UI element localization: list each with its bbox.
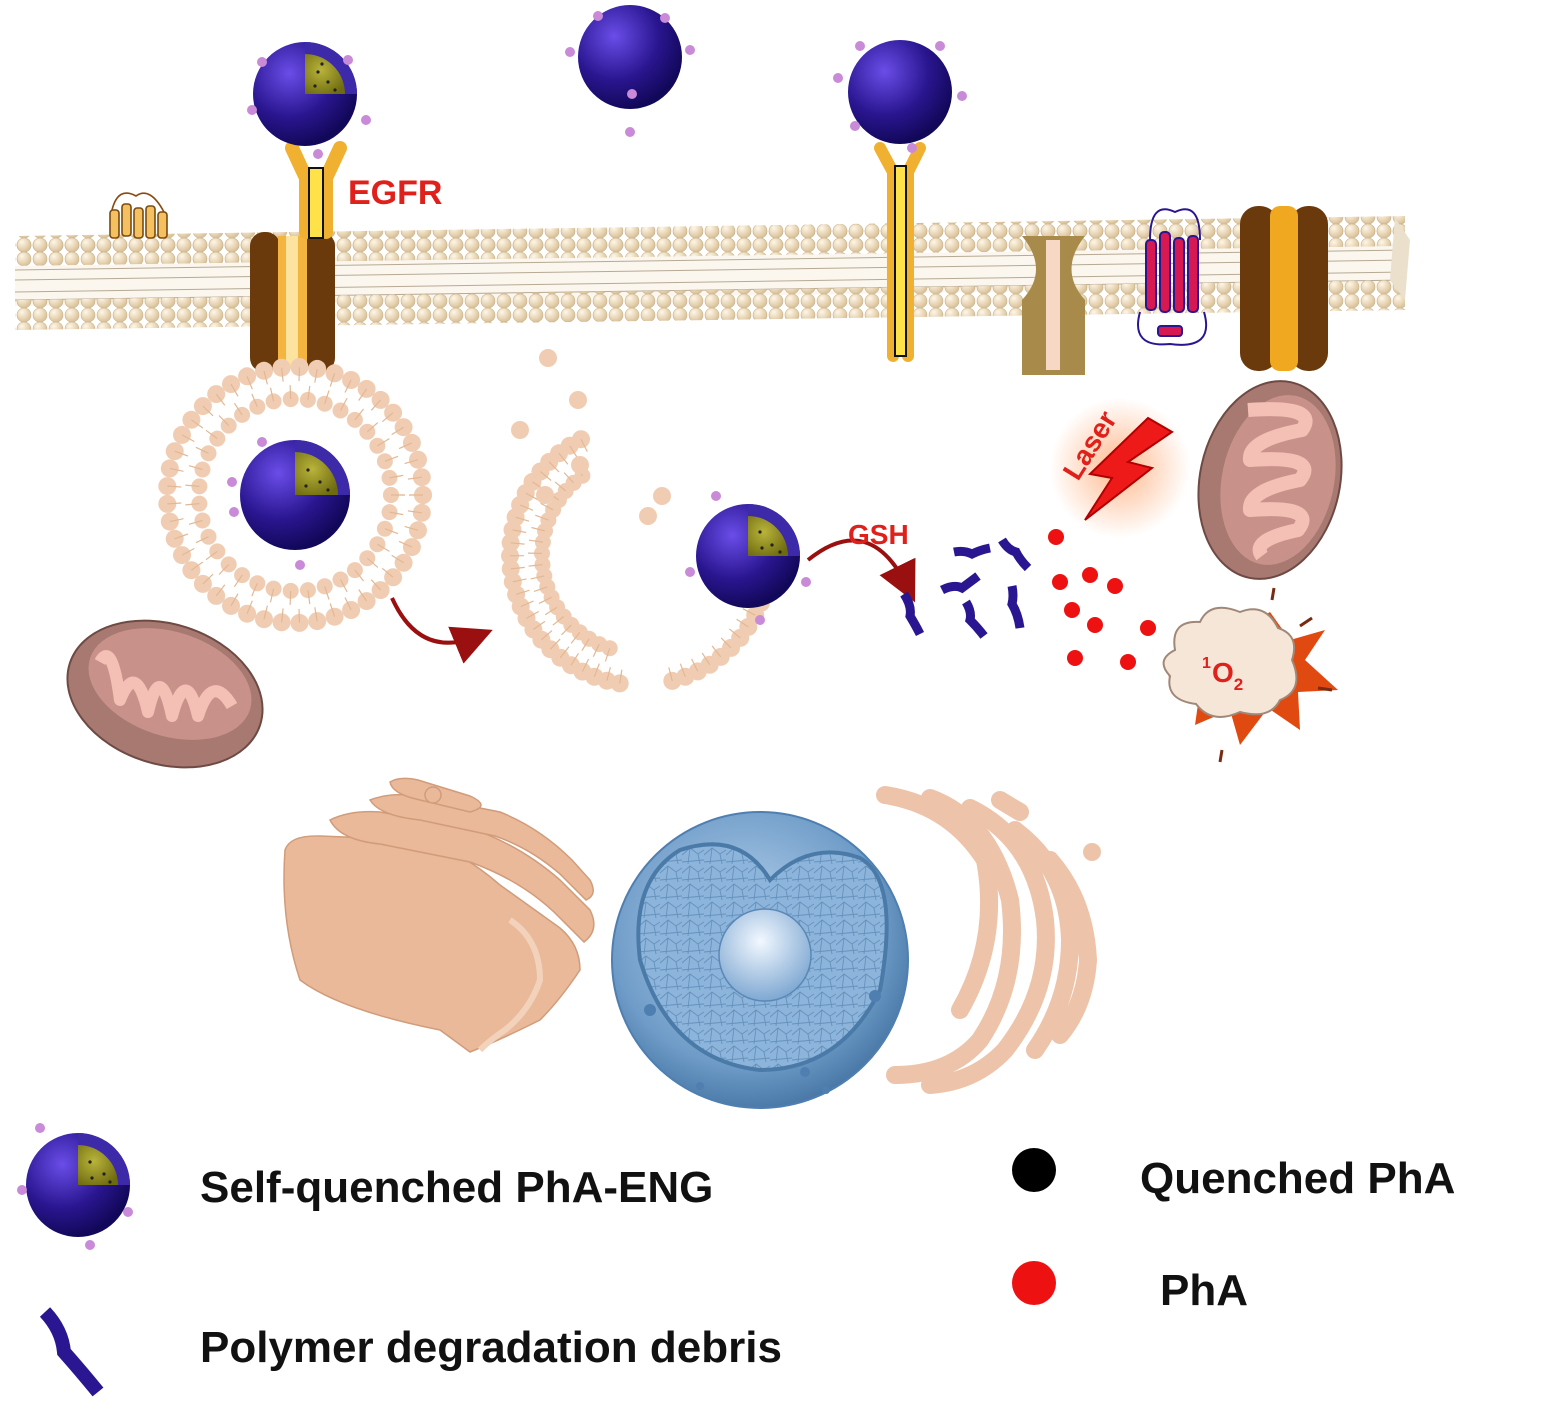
nanoparticle-released (685, 491, 811, 625)
channel-protein-left (250, 232, 335, 372)
er-vesicle (1083, 843, 1101, 861)
endosome-vesicle (158, 358, 432, 632)
mitochondrion-right (1197, 380, 1343, 580)
ruptured-endosome (501, 349, 770, 693)
legend-debris-label: Polymer degradation debris (200, 1323, 782, 1372)
endoplasmic-reticulum (876, 786, 1098, 1094)
legend-quenched-label: Quenched PhA (1140, 1154, 1455, 1203)
nanoparticle-top-right (833, 40, 967, 153)
nanoparticle-cutaway-top (247, 42, 371, 159)
nanoparticle-in-endosome (227, 437, 350, 570)
channel-protein-right (1240, 206, 1328, 371)
pha-released-dots (1048, 529, 1156, 670)
singlet-oxygen-label: 1O2 (1202, 655, 1243, 694)
mitochondrion-left (66, 619, 264, 769)
egfr-receptor-left (285, 141, 347, 239)
singlet-oxygen-burst (1162, 587, 1338, 763)
transmembrane-helix-protein (1137, 208, 1208, 346)
endosome-escape-arrow (390, 597, 493, 664)
legend-nanoparticle-icon (17, 1123, 133, 1250)
legend-pha-label: PhA (1160, 1266, 1248, 1315)
channel-protein-mid (1022, 236, 1085, 375)
nucleus (611, 811, 909, 1109)
gsh-arrow (806, 538, 916, 603)
legend-nanoparticle-label: Self-quenched PhA-ENG (200, 1163, 713, 1212)
legend-quenched-dot (1012, 1148, 1056, 1192)
nanoparticle-top-center (565, 5, 695, 137)
egfr-receptor-right (874, 142, 926, 362)
legend-pha-dot (1012, 1261, 1056, 1305)
legend-debris-icon (39, 1307, 104, 1397)
gsh-label: GSH (848, 519, 909, 550)
polymer-debris-fragments (900, 537, 1032, 639)
egfr-label: EGFR (348, 174, 442, 212)
small-helix-protein (109, 192, 168, 239)
legend: Self-quenched PhA-ENG Polymer degradatio… (17, 1123, 1455, 1397)
laser-bolt (1050, 398, 1190, 538)
golgi-apparatus (283, 777, 595, 1053)
